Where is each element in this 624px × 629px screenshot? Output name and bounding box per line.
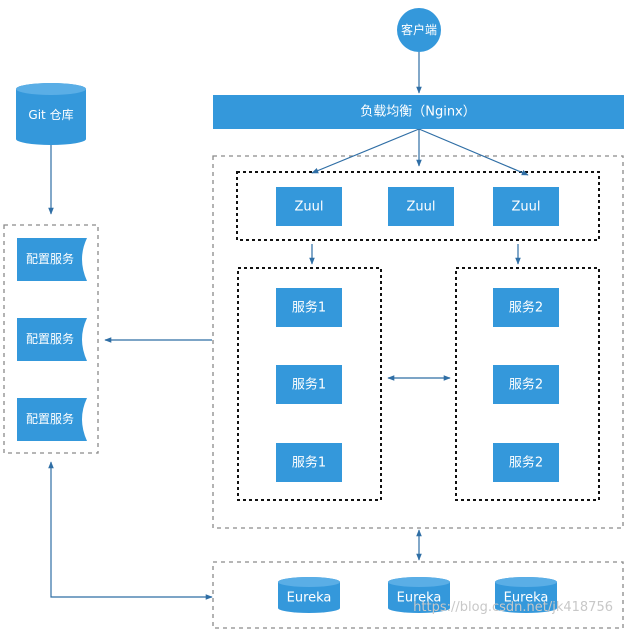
client-label: 客户端: [401, 22, 437, 37]
config-service-node: [17, 398, 87, 441]
service2-node: [493, 443, 559, 482]
lb-to-zuul-1-arrow: [311, 128, 420, 174]
eureka-node: [495, 577, 557, 613]
service2-node: [493, 288, 559, 327]
eureka-label: Eureka: [397, 591, 442, 606]
config-service-node: [17, 318, 87, 361]
service1-node: [276, 365, 342, 404]
zuul-node: [388, 187, 454, 226]
service1-node: [276, 443, 342, 482]
service1-label: 服务1: [292, 377, 326, 393]
config-service-node: [17, 238, 87, 281]
service1-label: 服务1: [292, 300, 326, 316]
lb-to-zuul-3-arrow: [418, 128, 529, 176]
zuul-label: Zuul: [407, 200, 436, 215]
service2-label: 服务2: [509, 300, 543, 316]
service2-cluster-group: [455, 267, 600, 501]
git-repo-label: Git 仓库: [28, 107, 73, 122]
load-balancer-label: 负载均衡（Nginx）: [360, 105, 476, 120]
client-node: [397, 8, 441, 52]
eureka-label: Eureka: [504, 591, 549, 606]
service2-node: [493, 365, 559, 404]
zuul-cluster-group: [236, 171, 600, 241]
load-balancer-node: [213, 95, 624, 129]
service1-node: [276, 288, 342, 327]
zuul-label: Zuul: [512, 200, 541, 215]
config-service-label: 配置服务: [26, 411, 74, 426]
watermark-text: https://blog.csdn.net/jk418756: [413, 600, 613, 615]
config-eureka-arrow: [48, 461, 213, 600]
zuul-label: Zuul: [295, 200, 324, 215]
zuul-node: [276, 187, 342, 226]
eureka-node: [278, 577, 340, 613]
config-service-label: 配置服务: [26, 331, 74, 346]
service2-label: 服务2: [509, 377, 543, 393]
git-repo-node: [16, 83, 86, 145]
zuul-node: [493, 187, 559, 226]
service2-label: 服务2: [509, 455, 543, 471]
eureka-cluster-group: [212, 561, 624, 629]
service1-label: 服务1: [292, 455, 326, 471]
service1-cluster-group: [237, 267, 382, 501]
eureka-label: Eureka: [287, 591, 332, 606]
gateway-services-group: [212, 155, 624, 529]
config-services-group: [3, 224, 99, 454]
eureka-node: [388, 577, 450, 613]
config-service-label: 配置服务: [26, 251, 74, 266]
